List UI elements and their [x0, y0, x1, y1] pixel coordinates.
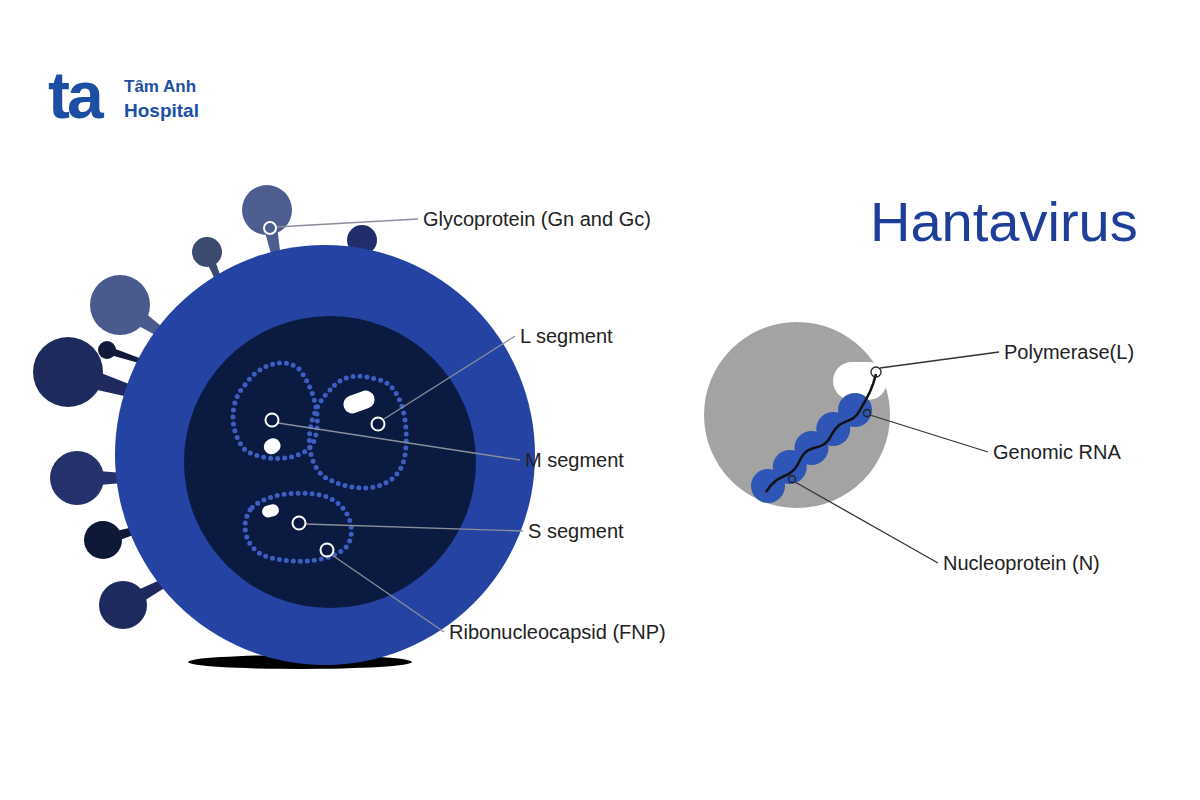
genomic-rna-strand — [766, 374, 876, 492]
spike-head — [90, 275, 150, 335]
spike-head — [98, 341, 116, 359]
leader-line — [276, 219, 418, 227]
leader-line — [795, 482, 938, 563]
callout-ring — [871, 367, 881, 377]
part-label: Polymerase(L) — [1004, 341, 1134, 364]
leader-line — [305, 524, 523, 531]
callout-ring — [293, 517, 306, 530]
callout-ring — [321, 544, 334, 557]
polymerase-pill — [261, 503, 281, 519]
callout-ring — [864, 410, 871, 417]
spike-head — [33, 337, 103, 407]
callout-ring — [372, 418, 385, 431]
spike-head — [50, 451, 104, 505]
m-segment-loop — [233, 363, 317, 459]
rnp-closeup — [704, 322, 890, 508]
part-label: Glycoprotein (Gn and Gc) — [423, 208, 651, 231]
spike-head — [192, 237, 222, 267]
part-label: L segment — [520, 325, 613, 348]
spike-head — [84, 521, 122, 559]
part-label: M segment — [525, 449, 624, 472]
leader-line — [332, 555, 444, 632]
diagram-title: Hantavirus — [870, 190, 1138, 254]
callout-rings — [264, 222, 385, 557]
l-segment-loop — [309, 376, 406, 488]
part-label: S segment — [528, 520, 624, 543]
callout-ring — [266, 414, 279, 427]
virus-envelope — [115, 245, 535, 665]
polymerase-pill — [341, 388, 377, 416]
part-label: Nucleoprotein (N) — [943, 552, 1100, 575]
spike-head — [99, 581, 147, 629]
logo-text: Hospital — [124, 100, 199, 122]
callout-ring — [789, 476, 796, 483]
part-label: Ribonucleocapsid (FNP) — [449, 621, 666, 644]
polymerase-pill — [261, 436, 283, 457]
part-label: Genomic RNA — [993, 441, 1121, 464]
virus-core — [184, 316, 476, 608]
leader-lines — [276, 219, 999, 632]
callout-ring — [264, 222, 276, 234]
leader-line — [880, 352, 999, 368]
leader-line — [278, 423, 520, 460]
s-segment-loop — [245, 493, 351, 561]
logo-mark: ta — [48, 58, 101, 134]
polymerase-pills — [261, 388, 377, 519]
spike-head — [242, 185, 292, 235]
leader-line — [384, 336, 515, 419]
closeup-rings — [789, 367, 882, 483]
rna-segments — [233, 363, 406, 561]
leader-line — [870, 415, 988, 452]
logo-text: Tâm Anh — [124, 77, 196, 97]
